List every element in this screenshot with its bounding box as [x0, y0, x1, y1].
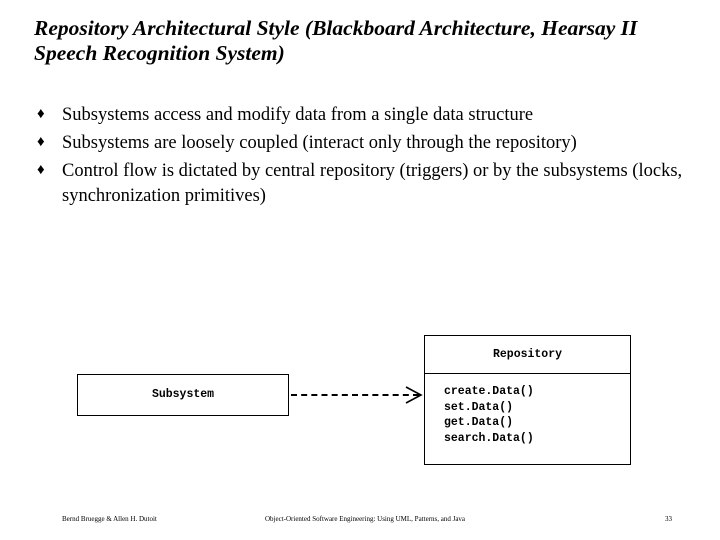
list-item: ♦ Subsystems access and modify data from…	[34, 103, 699, 128]
bullet-marker-icon: ♦	[37, 162, 45, 178]
operation-create-data: create.Data()	[444, 385, 534, 398]
repository-class-name: Repository	[492, 347, 562, 361]
bullet-marker-icon: ♦	[37, 106, 45, 122]
operation-get-data: get.Data()	[444, 416, 514, 429]
list-item-text: Control flow is dictated by central repo…	[62, 161, 683, 206]
subsystem-class-box: Subsystem	[77, 374, 289, 416]
repository-operations: create.Data() set.Data() get.Data() sear…	[425, 374, 630, 446]
bullet-marker-icon: ♦	[37, 134, 45, 150]
repository-class-box: Repository create.Data() set.Data() get.…	[424, 335, 631, 465]
list-item-text: Subsystems are loosely coupled (interact…	[62, 133, 577, 153]
footer-page-number: 33	[665, 515, 672, 523]
dependency-arrow-line	[291, 394, 419, 396]
page-title: Repository Architectural Style (Blackboa…	[34, 16, 638, 65]
list-item: ♦ Control flow is dictated by central re…	[34, 159, 699, 209]
arrow-head-icon	[405, 386, 423, 404]
subsystem-class-name: Subsystem	[151, 388, 215, 401]
bullet-list: ♦ Subsystems access and modify data from…	[34, 103, 699, 212]
operation-search-data: search.Data()	[444, 431, 534, 445]
repository-class-header: Repository	[425, 336, 630, 374]
list-item: ♦ Subsystems are loosely coupled (intera…	[34, 131, 699, 156]
list-item-text: Subsystems access and modify data from a…	[62, 105, 534, 125]
footer-authors: Bernd Bruegge & Allen H. Dutoit	[62, 515, 157, 523]
footer-book-title: Object-Oriented Software Engineering: Us…	[265, 515, 466, 523]
slide-footer: Bernd Bruegge & Allen H. Dutoit Object-O…	[0, 513, 720, 533]
operation-set-data: set.Data()	[444, 400, 514, 414]
uml-diagram: Repository create.Data() set.Data() get.…	[0, 330, 720, 480]
